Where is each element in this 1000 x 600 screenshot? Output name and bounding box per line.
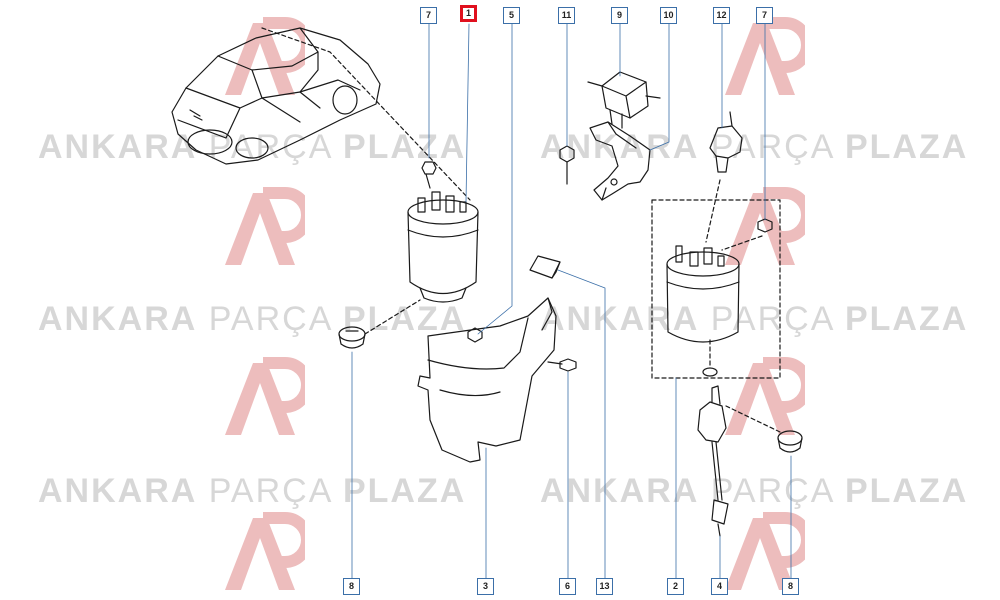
watermark-logo-icon xyxy=(725,17,805,95)
leader-line xyxy=(721,235,763,251)
solenoid-valve-9-drawing xyxy=(587,71,661,129)
bolt-11-drawing xyxy=(559,145,575,185)
callout-8-bottom-right[interactable]: 8 xyxy=(782,578,799,595)
assembly-2-frame xyxy=(651,199,781,379)
callout-13[interactable]: 13 xyxy=(596,578,613,595)
bolt-6-drawing xyxy=(547,358,577,372)
leader-line xyxy=(364,299,421,335)
watermark-text: ANKARA PARÇA PLAZA xyxy=(540,128,969,166)
bracket-10-drawing xyxy=(589,121,651,201)
watermark-text: ANKARA PARÇA PLAZA xyxy=(540,472,969,510)
car-illustration xyxy=(171,27,381,165)
o-ring-drawing xyxy=(702,367,718,377)
leader-line xyxy=(477,23,513,335)
fuel-filter-2-drawing xyxy=(666,218,773,343)
callout-3[interactable]: 3 xyxy=(477,578,494,595)
leader-line xyxy=(705,179,721,243)
nut-8-left-drawing xyxy=(338,326,366,349)
leader-line xyxy=(261,27,471,201)
watermark-logo-icon xyxy=(225,512,305,590)
bracket-3-drawing xyxy=(417,297,557,463)
callout-9[interactable]: 9 xyxy=(611,7,628,24)
watermark-logo-icon xyxy=(225,357,305,435)
callout-7-top-right[interactable]: 7 xyxy=(756,7,773,24)
leader-line xyxy=(465,23,470,203)
leader-line xyxy=(557,269,606,579)
callout-10[interactable]: 10 xyxy=(660,7,677,24)
callout-6[interactable]: 6 xyxy=(559,578,576,595)
sensor-12-drawing xyxy=(709,111,743,173)
watermark-logo-icon xyxy=(725,357,805,435)
callout-4[interactable]: 4 xyxy=(711,578,728,595)
callout-11[interactable]: 11 xyxy=(558,7,575,24)
watermark-text: ANKARA PARÇA PLAZA xyxy=(38,128,467,166)
leader-line xyxy=(725,405,781,433)
nut-8-right-drawing xyxy=(777,430,803,453)
callout-2[interactable]: 2 xyxy=(667,578,684,595)
heater-element-4-drawing xyxy=(697,385,729,537)
watermark-text: ANKARA PARÇA PLAZA xyxy=(38,300,467,338)
callout-12[interactable]: 12 xyxy=(713,7,730,24)
fuel-filter-1-drawing xyxy=(407,161,479,303)
callout-7-top-left[interactable]: 7 xyxy=(420,7,437,24)
clip-13-drawing xyxy=(529,255,561,279)
callout-5[interactable]: 5 xyxy=(503,7,520,24)
watermark-logo-icon xyxy=(225,187,305,265)
watermark-logo-icon xyxy=(725,187,805,265)
watermark-text: ANKARA PARÇA PLAZA xyxy=(540,300,969,338)
leader-line xyxy=(649,23,670,151)
callout-1[interactable]: 1 xyxy=(460,5,477,22)
watermark-text: ANKARA PARÇA PLAZA xyxy=(38,472,467,510)
nut-5-drawing xyxy=(467,327,483,343)
callout-8-bottom-left[interactable]: 8 xyxy=(343,578,360,595)
